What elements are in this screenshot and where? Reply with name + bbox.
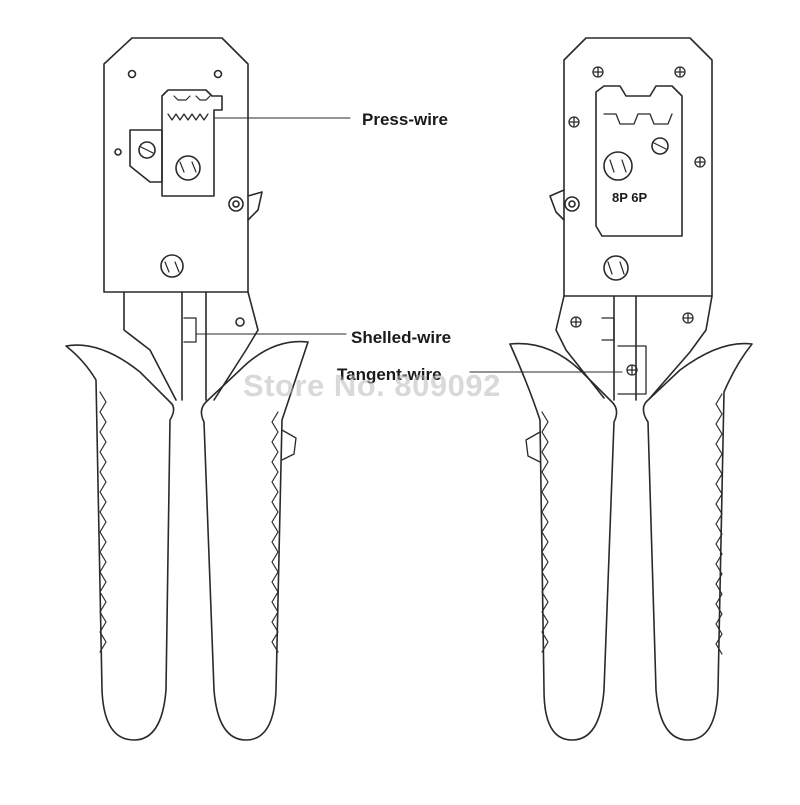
left-shelled-slot (183, 317, 197, 343)
die-size-marking: 8P 6P (612, 190, 648, 205)
left-die-bracket (129, 129, 163, 183)
left-handle-right (200, 340, 309, 741)
right-handle-right (642, 342, 753, 741)
left-lower-pivot (160, 254, 184, 278)
left-bracket-pin (138, 141, 156, 159)
left-plate-hole-l (114, 148, 122, 156)
right-lever-wing (549, 189, 565, 221)
right-blade-column (613, 295, 637, 401)
left-handle-left (65, 344, 175, 741)
label-press-wire: Press-wire (362, 110, 448, 129)
right-tangent-block (617, 345, 647, 395)
right-die-pivot (603, 151, 633, 181)
right-plate-screws (568, 66, 706, 376)
right-lower-pivot (603, 255, 629, 281)
right-handle-notch (525, 431, 541, 463)
right-handle-left (509, 342, 618, 741)
right-die-block (595, 85, 683, 237)
label-tangent-wire: Tangent-wire (337, 365, 442, 384)
left-die-pivot (175, 155, 201, 181)
left-lever-wing (247, 191, 263, 221)
right-tool-rear-view: 8P 6P (509, 37, 753, 741)
left-plate-hole-tr (213, 69, 223, 79)
right-head-plate (563, 37, 713, 297)
label-shelled-wire: Shelled-wire (351, 328, 452, 347)
left-crimp-die (161, 89, 223, 197)
left-blade-hole (235, 317, 245, 327)
right-die-profile (603, 113, 673, 125)
left-die-top-notch (173, 95, 211, 101)
left-plate-hole-tl (127, 69, 137, 79)
right-side-pin (564, 196, 580, 212)
leader-lines (195, 117, 623, 373)
left-tool-front-view (65, 37, 309, 741)
left-die-teeth (167, 113, 209, 121)
right-die-pin (651, 137, 669, 155)
left-side-pin (228, 196, 244, 212)
store-watermark: Store No. 809092 (243, 368, 501, 403)
left-handle-notch (281, 429, 297, 461)
left-blade-column (181, 291, 207, 401)
